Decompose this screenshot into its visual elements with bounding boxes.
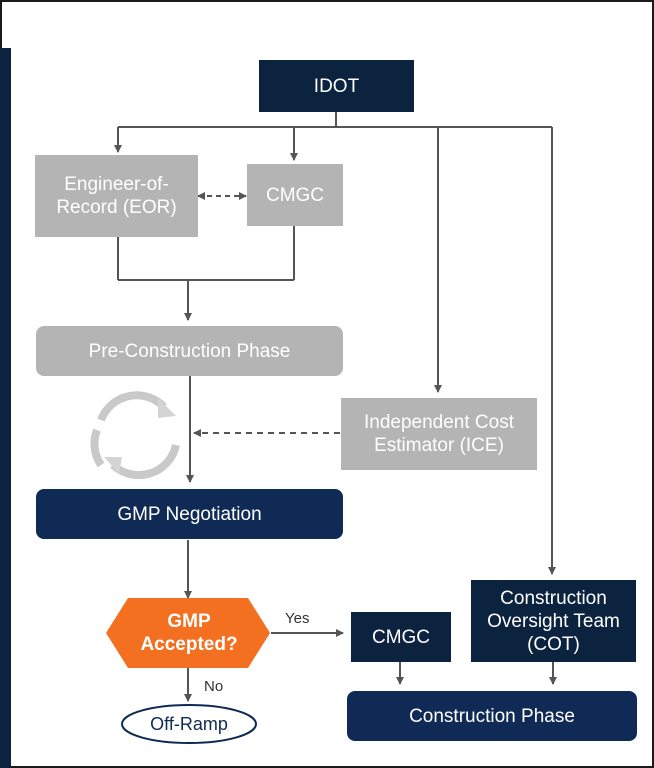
gmp-accepted-decision-shape — [106, 598, 270, 668]
off-ramp-label: Off-Ramp — [150, 713, 228, 734]
idot-distribution-lines — [114, 111, 556, 575]
cycle-icon — [90, 391, 180, 480]
pre-construction-node: Pre-Construction Phase — [36, 326, 343, 376]
no-label: No — [204, 678, 224, 695]
off-ramp-node: Off-Ramp — [122, 705, 256, 743]
gmp-accepted-label: GMP Accepted? — [140, 611, 238, 655]
cot-label: Construction Oversight Team (COT) — [487, 587, 620, 655]
idot-node: IDOT — [259, 60, 414, 112]
construction-phase-label: Construction Phase — [409, 705, 575, 727]
yes-label: Yes — [285, 610, 310, 627]
eor-label: Engineer-of-Record (EOR) — [56, 174, 177, 218]
gmp-negotiation-node: GMP Negotiation — [36, 489, 343, 539]
left-accent-strip — [0, 48, 11, 768]
pre-construction-label: Pre-Construction Phase — [88, 340, 291, 362]
off-ramp-shape — [121, 704, 257, 744]
gmp-negotiation-label: GMP Negotiation — [117, 503, 262, 525]
cmgc-top-node: CMGC — [247, 164, 343, 226]
cmgc-top-label: CMGC — [265, 184, 325, 206]
ice-label: Independent Cost Estimator (ICE) — [363, 412, 514, 456]
eor-node: Engineer-of-Record (EOR) — [35, 155, 198, 237]
cmgc-bottom-label: CMGC — [371, 626, 431, 648]
ice-node: Independent Cost Estimator (ICE) — [341, 398, 537, 470]
cmgc-bottom-node: CMGC — [351, 612, 451, 662]
gmp-accepted-node: GMP Accepted? — [118, 600, 260, 666]
idot-label: IDOT — [313, 75, 360, 97]
cycle-icon-arrowheads — [104, 398, 176, 474]
cot-node: Construction Oversight Team (COT) — [471, 580, 636, 662]
merge-lines — [117, 225, 295, 321]
construction-phase-node: Construction Phase — [347, 691, 637, 741]
